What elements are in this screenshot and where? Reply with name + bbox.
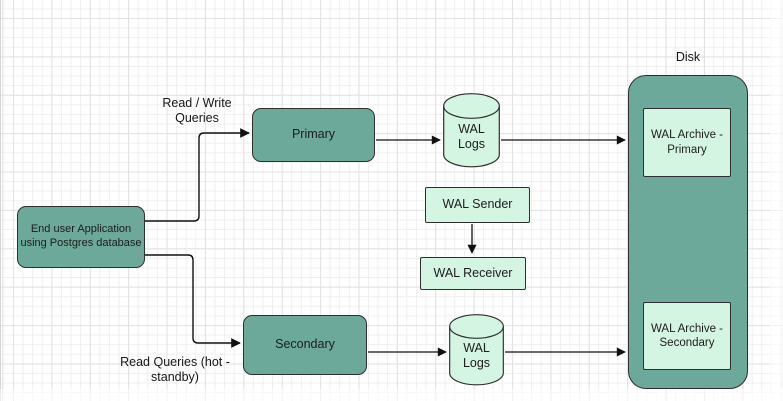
arrow-enduser-to-secondary <box>145 254 241 348</box>
wal-logs-bottom-cylinder[interactable]: WAL Logs <box>449 314 504 386</box>
wal-logs-top-cylinder[interactable]: WAL Logs <box>443 93 500 168</box>
wal-archive-secondary-label: WAL Archive - Secondary <box>651 322 723 349</box>
end-user-application-node[interactable]: End user Application using Postgres data… <box>17 206 145 268</box>
canvas-left-edge-inner <box>2 0 3 401</box>
cylinder-shape <box>443 93 500 168</box>
wal-receiver-node[interactable]: WAL Receiver <box>420 257 526 290</box>
wal-archive-secondary-node[interactable]: WAL Archive - Secondary <box>643 302 731 370</box>
wal-archive-primary-label: WAL Archive - Primary <box>651 129 723 156</box>
arrow-enduser-to-primary <box>145 128 250 222</box>
read-queries-hot-standby-label: Read Queries (hot - standby) <box>120 355 230 385</box>
page-boundary-right <box>770 0 783 401</box>
wal-sender-node[interactable]: WAL Sender <box>425 187 530 223</box>
primary-node[interactable]: Primary <box>252 108 375 162</box>
primary-label: Primary <box>291 127 336 142</box>
wal-receiver-label: WAL Receiver <box>433 265 513 280</box>
secondary-label: Secondary <box>275 337 335 352</box>
canvas-left-edge <box>0 0 1 401</box>
end-user-application-label: End user Application using Postgres data… <box>20 223 142 249</box>
cylinder-shape <box>449 314 504 386</box>
wal-archive-primary-node[interactable]: WAL Archive - Primary <box>643 108 731 177</box>
wal-sender-label: WAL Sender <box>442 197 513 212</box>
disk-label: Disk <box>675 50 701 64</box>
secondary-node[interactable]: Secondary <box>243 315 367 375</box>
read-write-queries-label: Read / Write Queries <box>162 96 232 126</box>
page-boundary-bottom <box>0 389 783 401</box>
wal-logs-top-label: WAL Logs <box>457 121 486 151</box>
wal-logs-bottom-label: WAL Logs <box>462 341 491 371</box>
